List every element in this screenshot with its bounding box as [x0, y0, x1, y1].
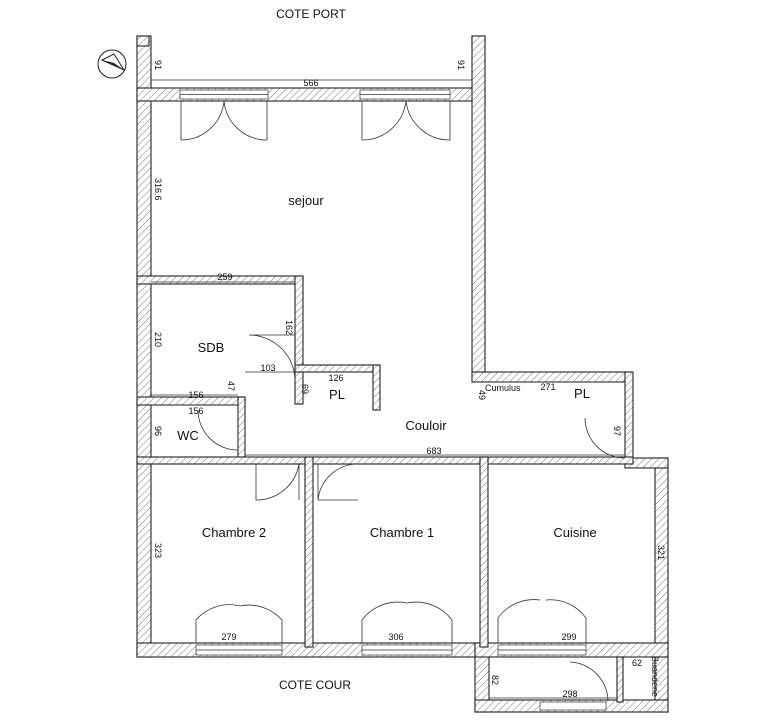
dim-298: 298: [562, 689, 577, 699]
dim-69: 69: [300, 384, 310, 394]
room-label-pl-middle: PL: [329, 387, 345, 402]
side-label-top: COTE PORT: [276, 7, 346, 21]
interior-walls: [136, 275, 634, 703]
dim-306: 306: [388, 632, 403, 642]
room-label-buanderie: Buanderie: [650, 656, 660, 697]
room-label-sdb: SDB: [198, 340, 225, 355]
dim-323: 323: [153, 543, 163, 558]
dim-156-a: 156: [188, 390, 203, 400]
dimension-lines: [151, 79, 625, 699]
dim-279: 279: [221, 632, 236, 642]
dim-62: 62: [632, 658, 642, 668]
outer-walls: [136, 35, 669, 713]
dim-156-b: 156: [188, 406, 203, 416]
dim-126: 126: [328, 373, 343, 383]
room-label-chambre-2: Chambre 2: [202, 525, 266, 540]
dim-162: 162: [284, 320, 294, 335]
room-label-couloir: Couloir: [405, 418, 447, 433]
side-label-bottom: COTE COUR: [279, 678, 351, 692]
dim-321: 321: [656, 545, 666, 560]
dim-683: 683: [426, 446, 441, 456]
dim-82: 82: [490, 675, 500, 685]
dim-91-right: 91: [456, 60, 466, 70]
windows: [179, 89, 607, 711]
dim-210: 210: [153, 332, 163, 347]
room-label-sejour: sejour: [288, 193, 324, 208]
dim-566: 566: [303, 78, 318, 88]
dim-47: 47: [226, 381, 236, 391]
room-label-cuisine: Cuisine: [553, 525, 596, 540]
room-label-wc: WC: [177, 428, 199, 443]
compass-icon: [97, 49, 127, 79]
dim-96: 96: [153, 426, 163, 436]
room-label-chambre-1: Chambre 1: [370, 525, 434, 540]
dim-91-left: 91: [153, 60, 163, 70]
doors: [180, 100, 626, 701]
dim-271: 271: [540, 382, 555, 392]
room-label-cumulus: Cumulus: [485, 383, 521, 393]
dim-103: 103: [260, 363, 275, 373]
dim-316-6: 316.6: [153, 178, 163, 201]
dim-299: 299: [561, 632, 576, 642]
room-label-pl-right: PL: [574, 386, 590, 401]
dim-259: 259: [217, 272, 232, 282]
dim-97: 97: [612, 426, 622, 436]
dim-49: 49: [477, 390, 487, 400]
